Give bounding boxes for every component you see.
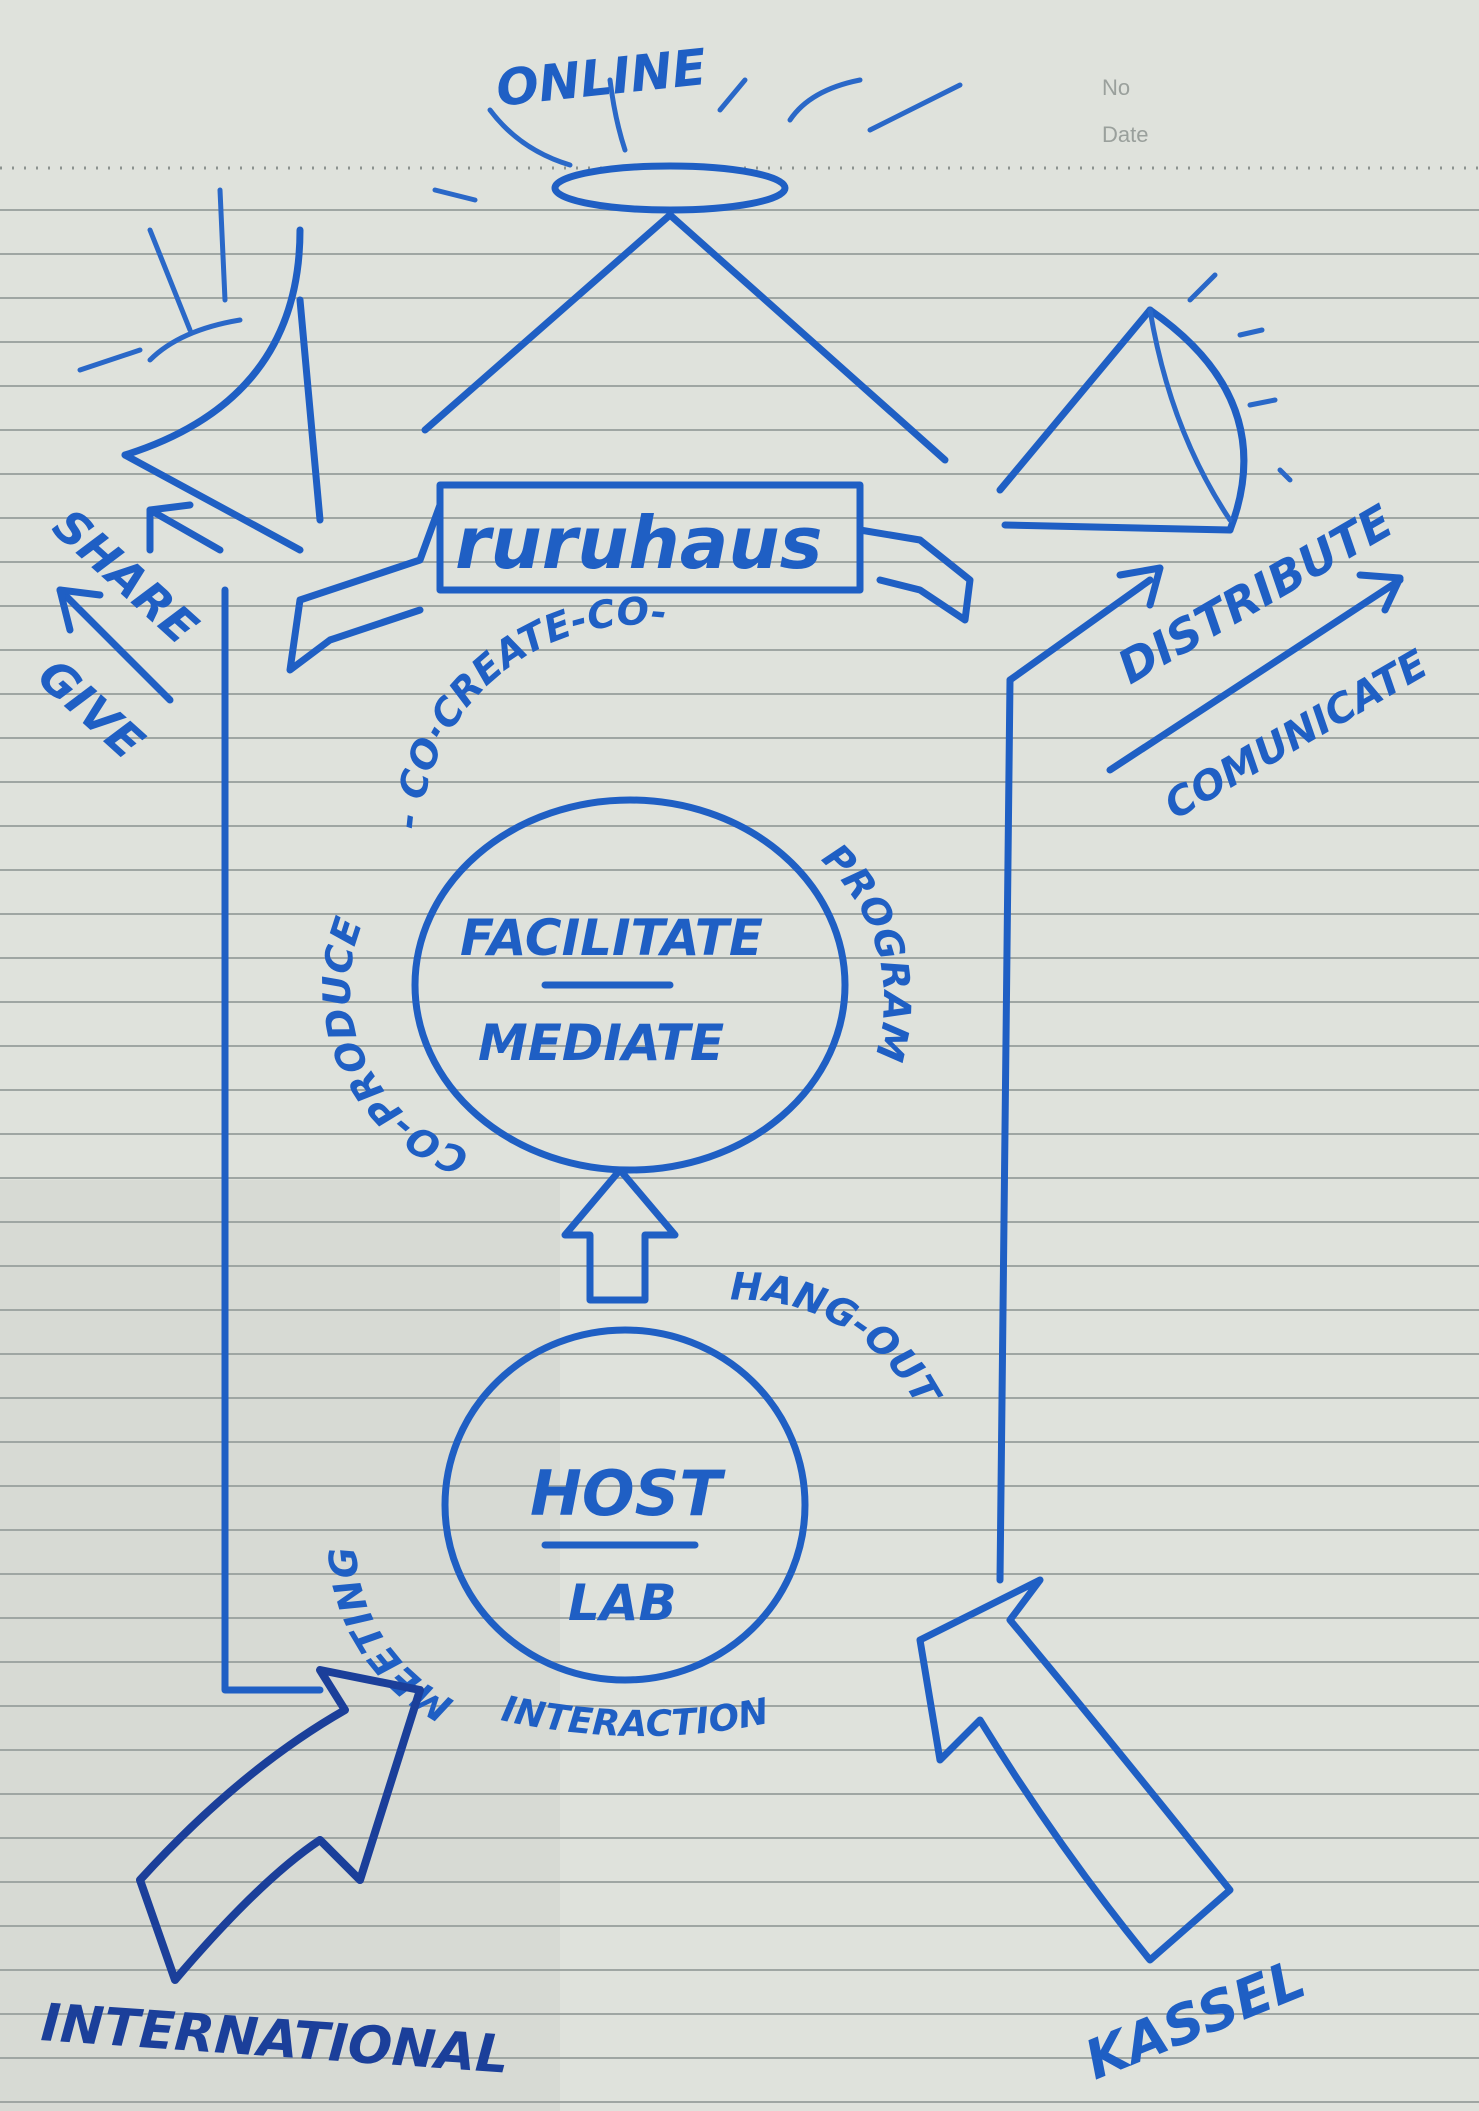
- signal-line: [487, 107, 573, 168]
- online-broadcast: ONLINE: [421, 38, 963, 464]
- comunicate-arrow-shaft: [1106, 576, 1404, 774]
- signal-line: [867, 82, 963, 133]
- facilitate-label: FACILITATE: [460, 909, 763, 967]
- date-label: Date: [1102, 122, 1148, 147]
- distribute-arrow-shaft: [1006, 576, 1154, 684]
- distribute-arrow-head: [1116, 564, 1164, 609]
- signal-line: [432, 187, 478, 203]
- no-label: No: [1102, 75, 1130, 100]
- ruled-lines: [0, 166, 1479, 2103]
- host-lab-ring: [441, 1326, 809, 1684]
- roof-right: [666, 211, 949, 464]
- signal-line: [787, 77, 863, 123]
- kassel-input-arrow: [916, 1576, 1234, 1964]
- ruruhaus-banner: ruruhaus: [286, 481, 974, 674]
- banner-box: [436, 481, 864, 594]
- right-megaphone-icon: [996, 272, 1293, 534]
- online-antenna-dish: [551, 162, 789, 214]
- banner-right-ribbon: [856, 526, 974, 624]
- comunicate-arrow-head: [1356, 571, 1404, 614]
- upward-hollow-arrow: [561, 1166, 679, 1304]
- banner-left-ribbon: [286, 501, 444, 674]
- house-left-wall: [221, 586, 324, 1694]
- roof-left: [421, 211, 674, 434]
- mediate-label: MEDIATE: [478, 1014, 724, 1072]
- host-label: HOST: [530, 1457, 726, 1530]
- left-megaphone-icon: [77, 187, 324, 554]
- banner-label: ruruhaus: [455, 501, 823, 585]
- international-input-arrow: [136, 1666, 424, 1984]
- house-right-wall: [996, 676, 1014, 1584]
- facilitate-ring: [411, 796, 849, 1174]
- signal-line: [607, 77, 628, 153]
- lab-label: LAB: [568, 1574, 677, 1632]
- signal-line: [717, 77, 748, 113]
- shadow: [0, 1180, 560, 2111]
